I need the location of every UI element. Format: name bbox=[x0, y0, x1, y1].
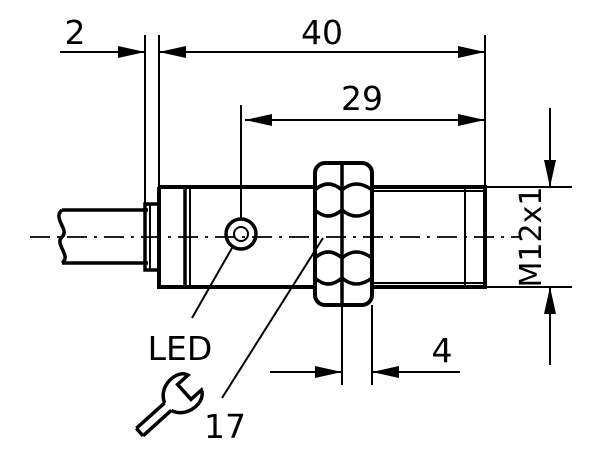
led-indicator bbox=[224, 217, 258, 251]
wrench-leader-line bbox=[221, 237, 324, 399]
dimension-nut-width bbox=[270, 305, 460, 385]
dimension-label-cable-offset: 2 bbox=[65, 13, 86, 52]
dimension-label-thread-length: 29 bbox=[341, 79, 383, 118]
wrench-size-label: 17 bbox=[204, 407, 246, 446]
dimension-thread-spec bbox=[485, 108, 572, 365]
led-callout-label: LED bbox=[148, 329, 213, 368]
led-leader-line bbox=[191, 247, 233, 319]
wrench-icon bbox=[135, 372, 204, 438]
dimension-overall bbox=[60, 35, 486, 204]
dimension-label-nut-width: 4 bbox=[432, 331, 453, 370]
thread-spec-label: M12x1 bbox=[514, 187, 549, 288]
hex-nuts bbox=[313, 161, 374, 307]
cable bbox=[57, 208, 148, 265]
dimension-thread-length bbox=[240, 105, 485, 219]
sensor-housing bbox=[157, 185, 487, 289]
dimension-label-overall-length: 40 bbox=[301, 13, 343, 52]
